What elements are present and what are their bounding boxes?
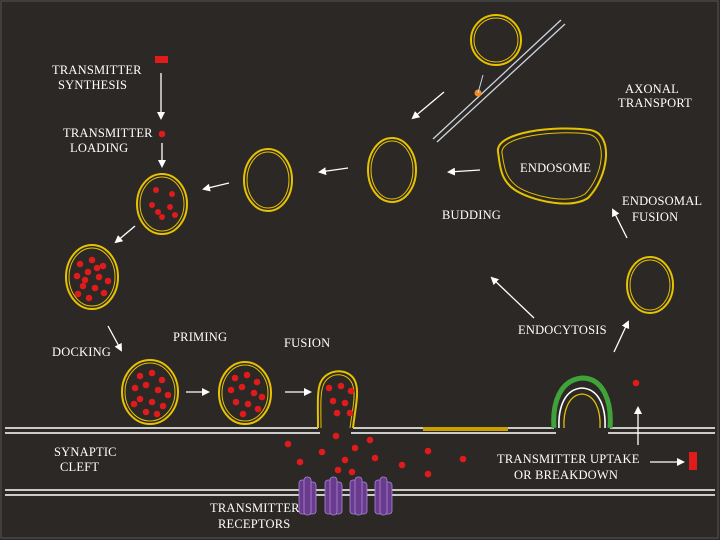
axon-microtubule <box>432 19 566 143</box>
arrow-endosomal-fusion <box>612 208 628 239</box>
label-axonal-transport-1: AXONAL <box>625 82 679 96</box>
receptor-4 <box>374 476 393 516</box>
vesicle-fusing <box>316 370 359 429</box>
label-endosomal-fusion-2: FUSION <box>632 210 678 224</box>
label-endosome: ENDOSOME <box>520 161 591 175</box>
receptor-1 <box>298 476 317 516</box>
diagram-labels: TRANSMITTER SYNTHESIS TRANSMITTER LOADIN… <box>52 63 702 531</box>
label-fusion: FUSION <box>284 336 330 350</box>
arrow-endocytosis-to-endosome <box>490 276 535 319</box>
label-transmitter-receptors-1: TRANSMITTER <box>210 501 300 515</box>
vesicle-docked <box>121 359 179 425</box>
arrow-endocytosis-to-vesicle <box>613 320 630 353</box>
transmitter-breakdown-block <box>689 452 697 470</box>
label-transmitter-synthesis-1: TRANSMITTER <box>52 63 142 77</box>
label-endocytosis: ENDOCYTOSIS <box>518 323 607 337</box>
label-transmitter-loading-1: TRANSMITTER <box>63 126 153 140</box>
presynaptic-membrane <box>5 427 715 434</box>
endocytosis-pit <box>551 375 613 429</box>
endosome <box>497 127 607 205</box>
process-arrows <box>107 73 685 466</box>
label-transmitter-receptors-2: RECEPTORS <box>218 517 290 531</box>
label-transmitter-uptake-1: TRANSMITTER UPTAKE <box>497 452 640 466</box>
receptor-3 <box>349 476 368 516</box>
arrow-filled-to-docked <box>107 325 122 352</box>
vesicle-endocytosed <box>626 256 674 314</box>
vesicle-loading <box>136 173 188 235</box>
label-axonal-transport-2: TRANSPORT <box>618 96 692 110</box>
vesicle-top-left <box>243 148 293 212</box>
vesicle-primed <box>218 361 272 425</box>
arrow-axonal-to-vesicle <box>411 91 445 120</box>
label-priming: PRIMING <box>173 330 227 344</box>
released-transmitter <box>284 432 467 478</box>
label-synaptic-cleft-1: SYNAPTIC <box>54 445 117 459</box>
label-synaptic-cleft-2: CLEFT <box>60 460 99 474</box>
label-budding: BUDDING <box>442 208 501 222</box>
vesicle-budded <box>367 137 417 203</box>
arrow-loading-to-filled <box>114 225 136 244</box>
label-endosomal-fusion-1: ENDOSOMAL <box>622 194 702 208</box>
transmitter-synthesis-block <box>155 56 168 63</box>
label-transmitter-loading-2: LOADING <box>70 141 128 155</box>
loading-transmitter <box>158 130 166 138</box>
empty-vesicles <box>243 14 674 314</box>
label-docking: DOCKING <box>52 345 111 359</box>
vesicle-axonal <box>470 14 522 66</box>
label-transmitter-synthesis-2: SYNTHESIS <box>58 78 127 92</box>
arrow-recycle-to-loading <box>202 182 230 192</box>
reuptaken-transmitter <box>632 379 640 387</box>
arrow-budded-to-empty <box>318 167 349 176</box>
label-transmitter-uptake-2: OR BREAKDOWN <box>514 468 618 482</box>
receptor-2 <box>324 476 343 516</box>
transmitter-receptors <box>298 476 393 516</box>
arrow-endosome-budding <box>447 167 481 176</box>
motor-tether <box>477 74 484 94</box>
vesicle-filled <box>65 244 119 310</box>
